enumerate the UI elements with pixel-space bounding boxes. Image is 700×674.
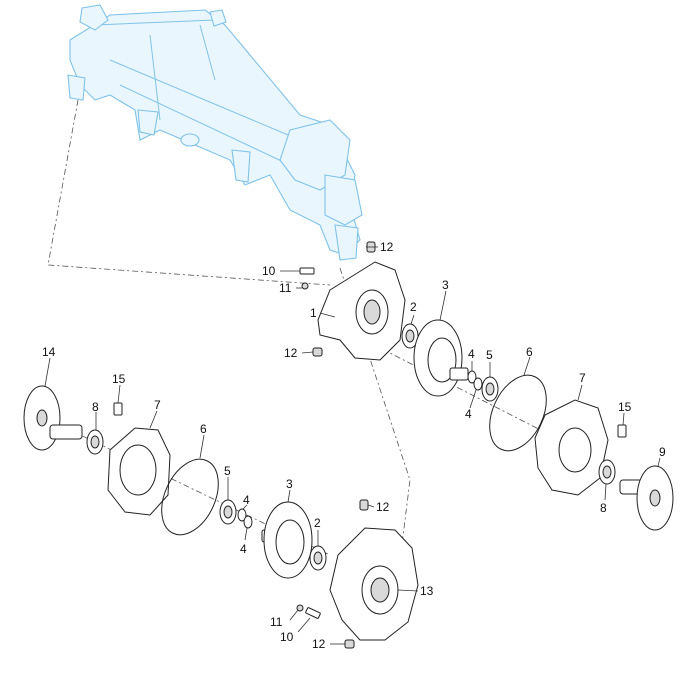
callout-labels: 12 10 11 1 12 2 3 4 5 4 6 7 15 9 8 14 8 … [42,240,666,651]
leader-lines [44,246,661,645]
callout-3-upper: 3 [442,278,449,292]
oring-6-upper [489,374,547,452]
callout-4-lower-b: 4 [240,542,247,556]
callout-2-lower: 2 [314,516,321,530]
callout-10-lower: 10 [280,630,294,644]
callout-8-left: 8 [92,400,99,414]
cooler-assembly [67,4,363,261]
callout-1: 1 [310,306,317,320]
callout-10-upper: 10 [262,264,276,278]
callout-5-lower: 5 [224,464,231,478]
plug-12-upper-left [312,347,323,357]
callout-12-top: 12 [380,240,394,254]
ring-4-lower-b [243,515,253,529]
callout-7-lower: 7 [154,398,161,412]
callout-12-lower-top: 12 [376,500,390,514]
plug-12-lower-top [359,499,369,511]
callout-12-upper-left: 12 [284,346,298,360]
shaft-14 [49,424,83,440]
oring-6-lower [161,458,219,536]
callout-6-upper: 6 [526,345,533,359]
bolt-15-right [617,424,627,438]
callout-9: 9 [659,445,666,459]
callout-14: 14 [42,345,56,359]
washer-11-upper [301,282,309,290]
callout-15-left: 15 [112,372,126,386]
callout-4-upper-b: 4 [465,407,472,421]
callout-5-upper: 5 [486,348,493,362]
lower-part-group [23,385,419,649]
bolt-15-left [113,402,123,416]
callout-8-right: 8 [600,501,607,515]
bolt-10-lower [305,607,321,619]
bolt-10-upper [299,267,315,275]
plug-12-lower-bottom [344,639,355,649]
callout-4-lower-a: 4 [243,493,250,507]
callout-15-right: 15 [618,400,632,414]
callout-6-lower: 6 [200,422,207,436]
callout-11-upper: 11 [279,281,292,295]
upper-part-group [299,241,674,531]
callout-4-upper-a: 4 [468,347,475,361]
callout-3-lower: 3 [286,477,293,491]
callout-11-lower: 11 [270,615,283,629]
ring-4-lower-a [237,508,247,522]
callout-12-lower-bottom: 12 [312,637,326,651]
callout-7-upper: 7 [579,371,586,385]
ring-4-upper-b [473,377,483,391]
washer-11-lower [296,604,304,612]
callout-2-upper: 2 [410,300,417,314]
callout-13: 13 [420,584,434,598]
